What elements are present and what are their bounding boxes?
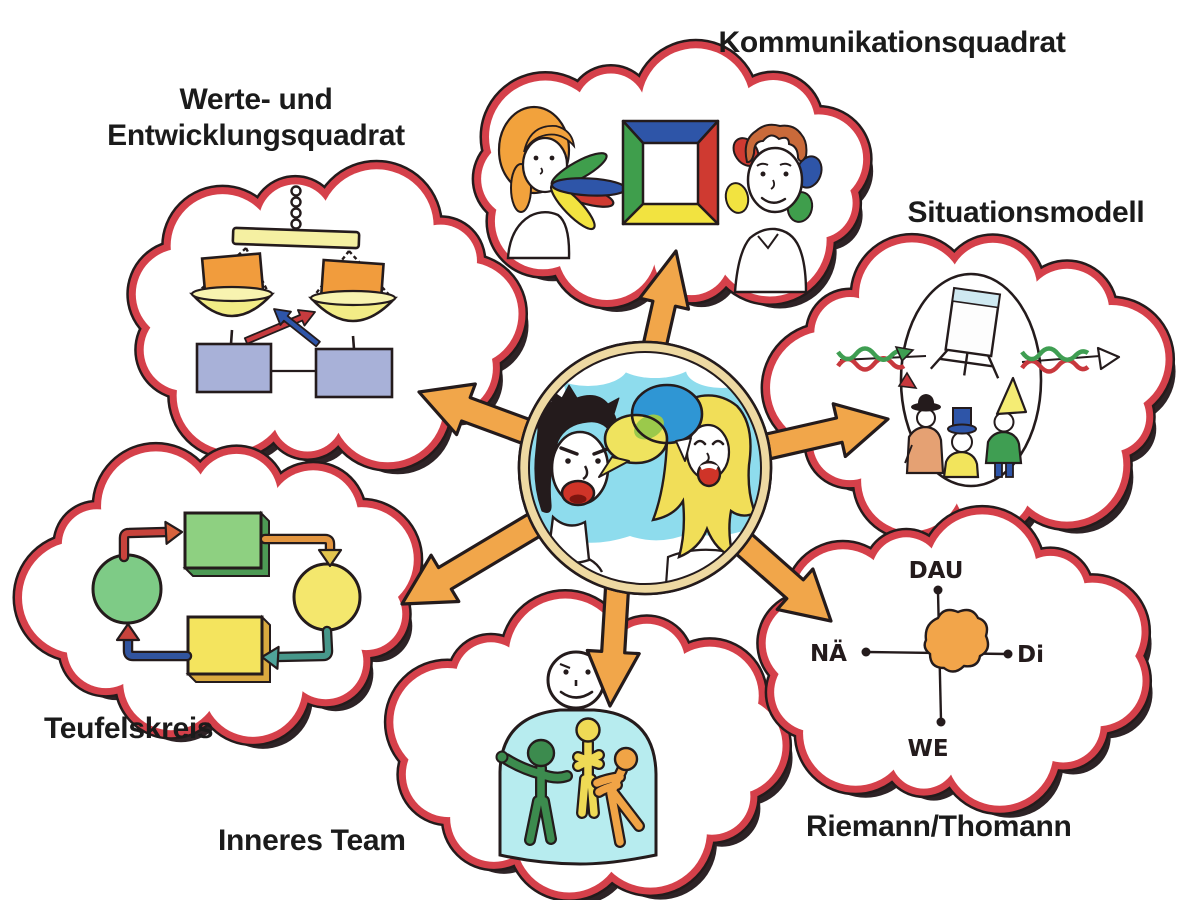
axis-label-we: WE	[907, 736, 948, 762]
label-werte-line2: Entwicklungsquadrat	[107, 119, 405, 152]
axis-label-di: Di	[1017, 642, 1044, 668]
cycle-head-2	[317, 548, 343, 568]
riemann-thomann-illustration: DAU NÄ Di WE	[810, 558, 1044, 762]
radiating-arrows	[400, 249, 890, 708]
four-ears-listener-icon	[724, 123, 823, 294]
twisted-threads-left-icon	[836, 345, 927, 389]
arguing-couple-speech-bubbles-icon	[529, 352, 761, 584]
cycle-head-1	[164, 520, 184, 545]
blue-development-arrow-icon	[273, 308, 321, 348]
label-inneres-team: Inneres Team	[218, 824, 406, 857]
arrow-to-situationsmodell-icon	[752, 402, 890, 463]
red-development-arrow-icon	[243, 309, 316, 345]
cycle-head-4	[115, 622, 141, 642]
four-sides-square-icon	[621, 119, 720, 226]
inneres-team-illustration	[495, 650, 658, 866]
cloud-werte-entwicklungsquadrat	[126, 159, 529, 475]
situationsmodell-illustration	[836, 272, 1121, 488]
label-werte-entwicklungsquadrat: Werte- und Entwicklungsquadrat	[107, 82, 405, 154]
kommunikationsquadrat-illustration	[497, 105, 823, 294]
werte-quadrat-illustration	[189, 185, 398, 399]
cloud-teufelskreis	[12, 441, 424, 749]
arrow-to-riemann-thomann-icon	[726, 525, 833, 623]
speaking-woman-icon	[497, 105, 576, 260]
message-tongues-icon	[550, 152, 628, 231]
axis-label-dau: DAU	[909, 558, 964, 584]
cloud-riemann-thomann	[756, 504, 1153, 818]
flipchart-icon	[929, 286, 1002, 379]
axis-label-nae: NÄ	[810, 639, 847, 667]
meeting-people-icon	[904, 376, 1028, 479]
person-with-inner-team-icon	[495, 650, 658, 866]
label-teufelskreis: Teufelskreis	[44, 712, 214, 745]
label-situationsmodell: Situationsmodell	[907, 196, 1145, 229]
twisted-threads-right-icon	[1020, 346, 1121, 374]
label-kommunikationsquadrat: Kommunikationsquadrat	[718, 26, 1066, 59]
axis-cross-icon	[861, 585, 1013, 727]
balance-scale-icon	[189, 185, 398, 399]
label-werte-line1: Werte- und	[179, 83, 333, 116]
feedback-cycle-icon	[91, 510, 362, 683]
center-conversation-circle	[517, 340, 773, 596]
label-riemann-thomann: Riemann/Thomann	[806, 810, 1072, 843]
position-blob-icon	[923, 608, 990, 673]
cycle-head-3	[260, 645, 280, 670]
teufelskreis-illustration	[91, 510, 362, 683]
